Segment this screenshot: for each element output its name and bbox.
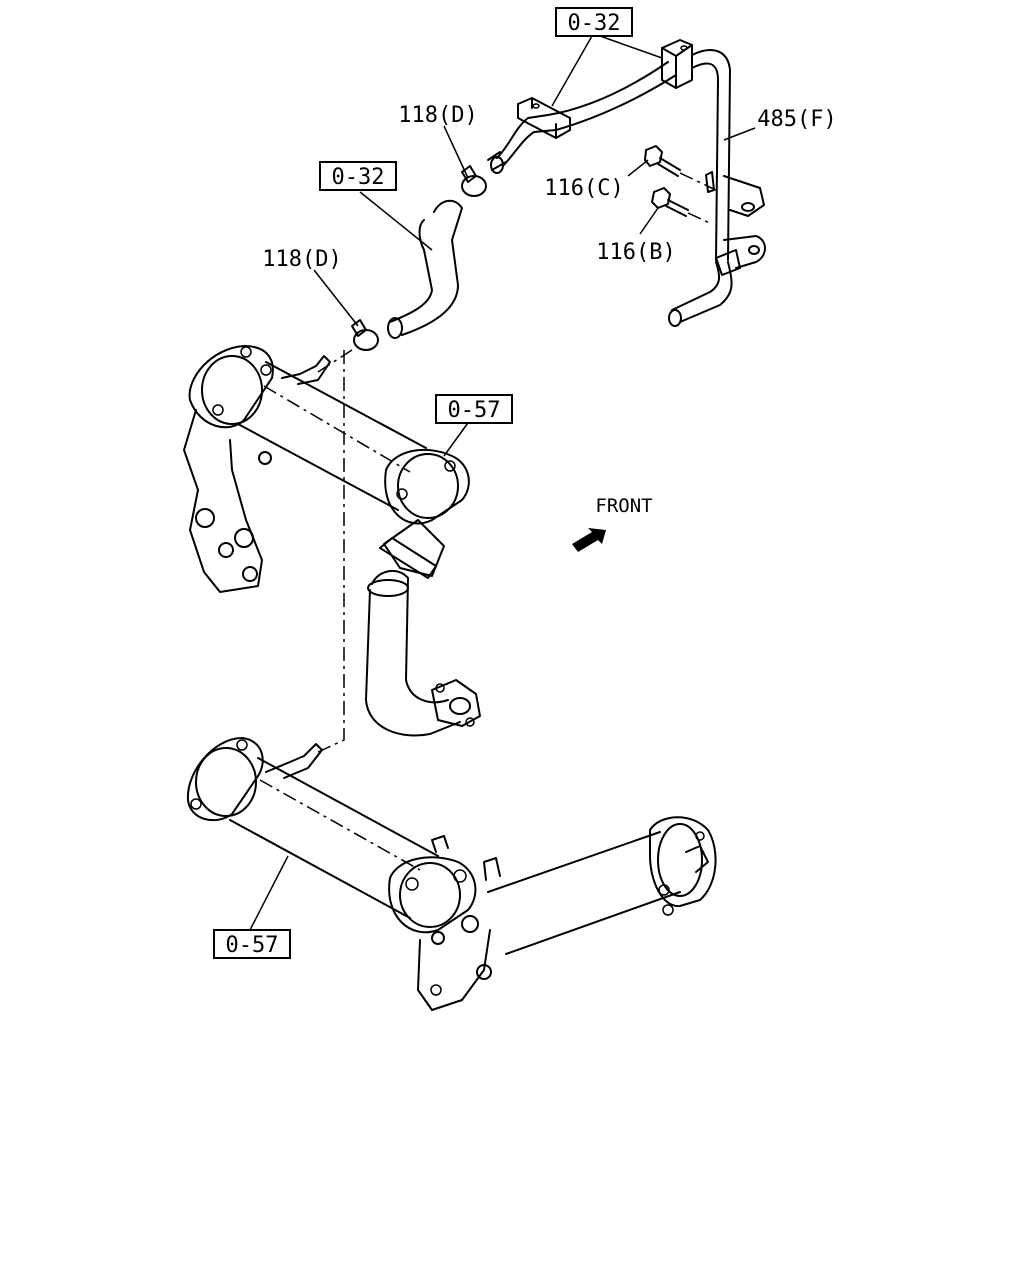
part-485f-label: 485(F): [757, 107, 836, 132]
callout-057-mid: 0-57: [435, 394, 513, 424]
clamp-118d-top: [461, 165, 487, 197]
part-118d-top-label: 118(D): [398, 103, 477, 128]
callout-032-mid: 0-32: [319, 161, 397, 191]
leader-lines: [249, 35, 756, 931]
egr-cooler-lower-right: [487, 816, 717, 955]
callout-057-bottom-label: 0-57: [226, 933, 279, 958]
callout-032-top: 0-32: [555, 7, 633, 37]
bolt-116c: [644, 145, 721, 193]
water-pipe-485f: [487, 39, 766, 327]
callout-057-mid-label: 0-57: [448, 398, 501, 423]
front-label: FRONT: [595, 495, 652, 517]
egr-cooler-lower: [186, 737, 501, 1011]
part-118d-mid-label: 118(D): [262, 247, 341, 272]
part-116c-label: 116(C): [544, 176, 623, 201]
flex-pipe: [365, 569, 481, 737]
front-arrow: [572, 528, 606, 552]
hose-032: [387, 199, 463, 339]
clamp-118d-mid: [351, 319, 379, 351]
callout-057-bottom: 0-57: [213, 929, 291, 959]
callout-032-top-label: 0-32: [568, 11, 621, 36]
callout-032-mid-label: 0-32: [332, 165, 385, 190]
part-116b-label: 116(B): [596, 240, 675, 265]
bolt-116b: [651, 187, 713, 225]
egr-cooler-upper: [183, 345, 470, 593]
